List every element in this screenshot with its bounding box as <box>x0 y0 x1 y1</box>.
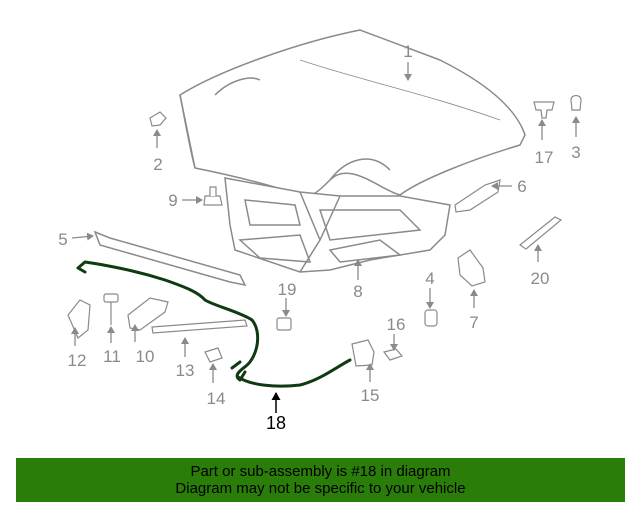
callout-10: 10 <box>136 347 155 366</box>
callout-14: 14 <box>207 389 226 408</box>
callout-leaders <box>71 62 580 383</box>
callout-4: 4 <box>425 269 434 288</box>
part-6-bracket <box>454 179 501 213</box>
callout-9: 9 <box>168 191 177 210</box>
part-19-cap <box>276 317 292 331</box>
callout-13: 13 <box>176 361 195 380</box>
callout-16: 16 <box>387 315 406 334</box>
callout-2: 2 <box>153 155 162 174</box>
part-11-prop-rod-holder <box>103 293 119 325</box>
callout-12: 12 <box>68 351 87 370</box>
callout-5: 5 <box>58 230 67 249</box>
part-4-bumper <box>424 309 438 327</box>
part-10-bracket <box>127 297 169 331</box>
callout-numbers: 1 2 3 4 5 6 7 8 9 10 11 12 13 14 15 16 1… <box>58 42 580 433</box>
banner-line-1: Part or sub-assembly is #18 in diagram <box>190 463 451 480</box>
callout-1: 1 <box>403 42 412 61</box>
part-12-bracket <box>67 299 91 339</box>
part-20-strip <box>518 216 563 250</box>
callout-19: 19 <box>278 280 297 299</box>
callout-8: 8 <box>353 282 362 301</box>
callout-18: 18 <box>266 413 286 433</box>
part-7-latch <box>457 249 486 287</box>
part-2-hinge-pin <box>149 111 167 127</box>
part-18-release-cable <box>76 260 352 388</box>
hood-inner-frame <box>224 177 451 273</box>
callout-15: 15 <box>361 386 380 405</box>
banner-line-2: Diagram may not be specific to your vehi… <box>175 480 466 497</box>
callout-11: 11 <box>103 347 121 366</box>
part-5-seal <box>93 230 247 287</box>
callout-7: 7 <box>469 313 478 332</box>
part-13-prop-rod <box>151 319 248 334</box>
hood-panel <box>179 29 526 197</box>
callout-3: 3 <box>571 143 580 162</box>
part-16-clip <box>382 348 404 361</box>
callout-17: 17 <box>535 148 554 167</box>
part-3-clip <box>570 94 582 111</box>
part-15-handle <box>351 339 375 367</box>
callout-20: 20 <box>531 269 550 288</box>
notice-banner: Part or sub-assembly is #18 in diagram D… <box>16 458 625 502</box>
part-9-fastener <box>203 186 223 206</box>
callout-6: 6 <box>517 177 526 196</box>
part-14-clip <box>204 347 223 363</box>
part-17-bumper <box>533 101 555 119</box>
